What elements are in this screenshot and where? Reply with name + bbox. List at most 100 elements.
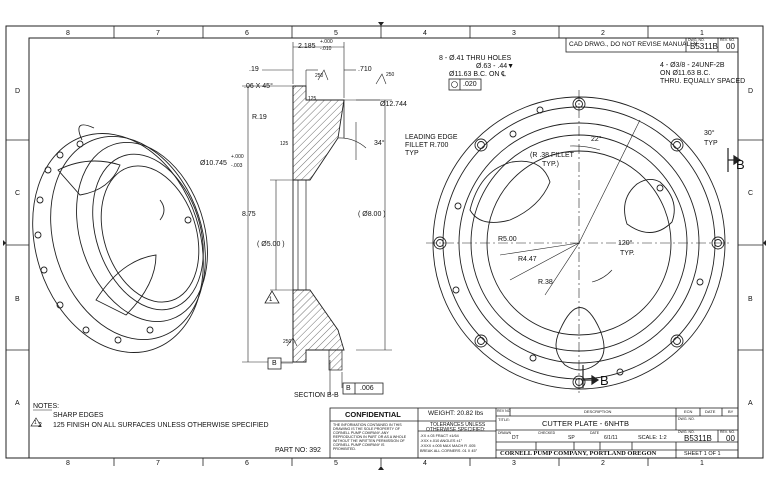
header-dwg-no-label: DWG. NO. <box>688 38 705 42</box>
chamfer-note: .06 X 45° <box>244 83 273 90</box>
rev-no-label-2: REV. NO. <box>720 430 736 434</box>
flatness-frame <box>342 382 384 395</box>
conf-line-3: REPRODUCTION IN PART OR AS A WHOLE <box>333 435 407 439</box>
drawn-value: DT <box>512 435 519 441</box>
conf-line-2: CORNELL PUMP COMPANY. ANY <box>333 431 389 435</box>
zone-ticks <box>6 26 763 466</box>
ecn-col-label: ECN <box>684 409 693 414</box>
part-number: PART NO: 392 <box>275 447 321 454</box>
angle-30: 30° <box>704 130 715 137</box>
finish-125-b: 125 <box>280 141 289 147</box>
dim-width-main: 2.185 <box>298 43 316 50</box>
date-col-label: DATE <box>705 409 716 414</box>
dim-019: .19 <box>249 66 259 73</box>
drawn-label: DRAWN <box>498 431 512 435</box>
zone-left-d: D <box>15 88 21 95</box>
angle-120-typ: TYP. <box>620 250 635 257</box>
title-label: TITLE: <box>498 417 511 422</box>
finish-250-b: 250 <box>386 72 395 78</box>
section-cut-arrows <box>582 148 742 388</box>
flatness-datum: B <box>346 385 351 392</box>
dim-875: 8.75 <box>242 211 256 218</box>
position-tolerance: .020 <box>463 81 477 88</box>
confidential-label: CONFIDENTIAL <box>345 410 401 419</box>
front-view <box>426 90 732 396</box>
company-name: CORNELL PUMP COMPANY, PORTLAND OREGON <box>500 450 657 457</box>
center-mark-right <box>763 240 766 246</box>
center-mark-left <box>3 240 6 246</box>
zone-left-a: A <box>15 400 20 407</box>
dia-10745-tol-plus: +.000 <box>231 154 244 160</box>
zone-top-4: 4 <box>423 30 427 37</box>
angle-120: 120° <box>618 240 633 247</box>
zone-bottom-1: 1 <box>700 460 704 467</box>
weight: WEIGHT: 20.82 lbs <box>428 410 484 417</box>
section-note-flag-1: 1 <box>269 297 273 303</box>
holes-note-1: 8 - Ø.41 THRU HOLES <box>439 55 512 62</box>
datum-b-flag <box>267 357 282 370</box>
date-label: DATE <box>590 431 600 435</box>
zone-top-3: 3 <box>512 30 516 37</box>
position-tolerance-frame <box>448 78 482 91</box>
dim-width-tol-plus: +.000 <box>320 39 333 45</box>
note-1-text: SHARP EDGES <box>53 412 104 419</box>
fillet-note-1: (R .38 FILLET <box>530 152 574 159</box>
holes-note-3: Ø11.63 B.C. ON ℄ <box>449 71 506 78</box>
zone-bottom-5: 5 <box>334 460 338 467</box>
radius-r500: R5.00 <box>498 236 517 243</box>
tol-line-1: .XXX ±.010 ANGLES ±1° <box>420 439 463 443</box>
note-2-number: 2 <box>38 422 42 429</box>
section-dimension-lines <box>242 42 392 395</box>
dia-10745-tol-minus: -.003 <box>231 163 243 169</box>
tol-line-3: BREAK ALL CORNERS .01 X 45° <box>420 449 478 453</box>
checked-value: SP <box>568 435 575 441</box>
scale: SCALE: 1:2 <box>638 435 667 441</box>
section-arrow-label-bottom: B <box>600 373 609 388</box>
date-value: 6/1/11 <box>604 435 618 441</box>
datum-b-flag-text: B <box>272 360 277 367</box>
description-col-label: DESCRIPTION <box>584 409 612 414</box>
header-rev-no-label: REV. NO. <box>720 38 736 42</box>
note-2-text: 125 FINISH ON ALL SURFACES UNLESS OTHERW… <box>53 422 269 429</box>
leading-edge-1: LEADING EDGE <box>405 134 458 141</box>
header-dwg-no: B5311B <box>690 42 718 51</box>
title-dwg-no: B5311B <box>684 434 712 443</box>
rev-no-col-label: REV NO <box>497 409 511 413</box>
finish-125-a: 125 <box>308 96 317 102</box>
leading-edge-3: TYP <box>405 150 419 157</box>
outer-frame <box>5 25 764 459</box>
checked-label: CHECKED <box>538 431 556 435</box>
angle-30-typ: TYP <box>704 140 718 147</box>
zone-right-a: A <box>748 400 753 407</box>
center-mark-bottom <box>378 466 384 470</box>
tol-head-1: TOLERANCES UNLESS <box>430 422 486 428</box>
dim-0710: .710 <box>358 66 372 73</box>
dim-width-tol-minus: -.010 <box>320 46 332 52</box>
zone-top-8: 8 <box>66 30 70 37</box>
conf-line-5: CORNELL PUMP COMPANY IS <box>333 443 385 447</box>
radius-r447: R4.47 <box>518 256 537 263</box>
conf-line-6: PROHIBITED. <box>333 447 356 451</box>
zone-top-5: 5 <box>334 30 338 37</box>
tapped-note-1: 4 - Ø3/8 - 24UNF-2B <box>660 62 725 69</box>
title-dwg-no-label: DWG. NO. <box>678 417 695 421</box>
radius-r038: R.38 <box>538 279 553 286</box>
drawing-title: CUTTER PLATE - 6NHTB <box>542 419 629 428</box>
zone-right-d: D <box>748 88 754 95</box>
zone-left-c: C <box>15 190 21 197</box>
cad-notice: CAD DRWG., DO NOT REVISE MANUALLY <box>569 41 698 48</box>
tapped-note-3: THRU. EQUALLY SPACED <box>660 78 746 85</box>
finish-250-c: 250 <box>283 339 292 345</box>
zone-bottom-7: 7 <box>156 460 160 467</box>
conf-line-0: THE INFORMATION CONTAINED IN THIS <box>333 423 402 427</box>
tol-head-2: OTHERWISE SPECIFIED: <box>426 427 486 433</box>
tol-line-2: .XXXX ±.005 MAX MACH R .005 <box>420 444 476 448</box>
by-col-label: BY <box>728 409 734 414</box>
header-rev-no: 00 <box>726 42 735 51</box>
center-mark-top <box>378 22 384 26</box>
section-arrow-label-top: B <box>736 157 745 172</box>
zone-left-b: B <box>15 296 20 303</box>
isometric-view <box>32 124 208 353</box>
zone-top-2: 2 <box>601 30 605 37</box>
